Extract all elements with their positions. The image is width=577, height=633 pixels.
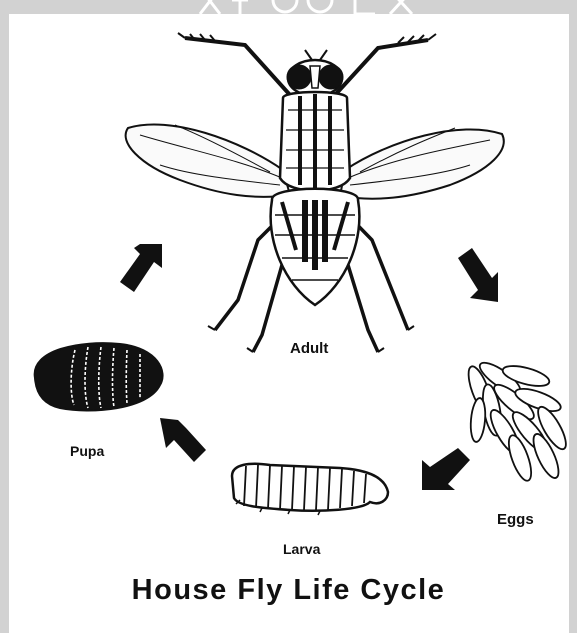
stage-label-pupa: Pupa bbox=[70, 443, 104, 459]
right-wing bbox=[340, 129, 504, 198]
diagram-title: House Fly Life Cycle bbox=[0, 574, 577, 607]
eggs bbox=[464, 358, 571, 484]
pupa bbox=[35, 343, 163, 410]
larva bbox=[232, 464, 388, 515]
stage-label-adult: Adult bbox=[290, 340, 328, 357]
arrow-pupa-to-adult bbox=[120, 244, 162, 292]
arrow-eggs-to-larva bbox=[422, 448, 470, 490]
arrow-larva-to-pupa bbox=[160, 418, 206, 462]
adult-fly bbox=[126, 33, 504, 352]
stage-label-larva: Larva bbox=[283, 541, 320, 557]
arrow-adult-to-eggs bbox=[458, 248, 498, 302]
left-wing bbox=[126, 124, 290, 196]
stage-label-eggs: Eggs bbox=[497, 511, 534, 528]
